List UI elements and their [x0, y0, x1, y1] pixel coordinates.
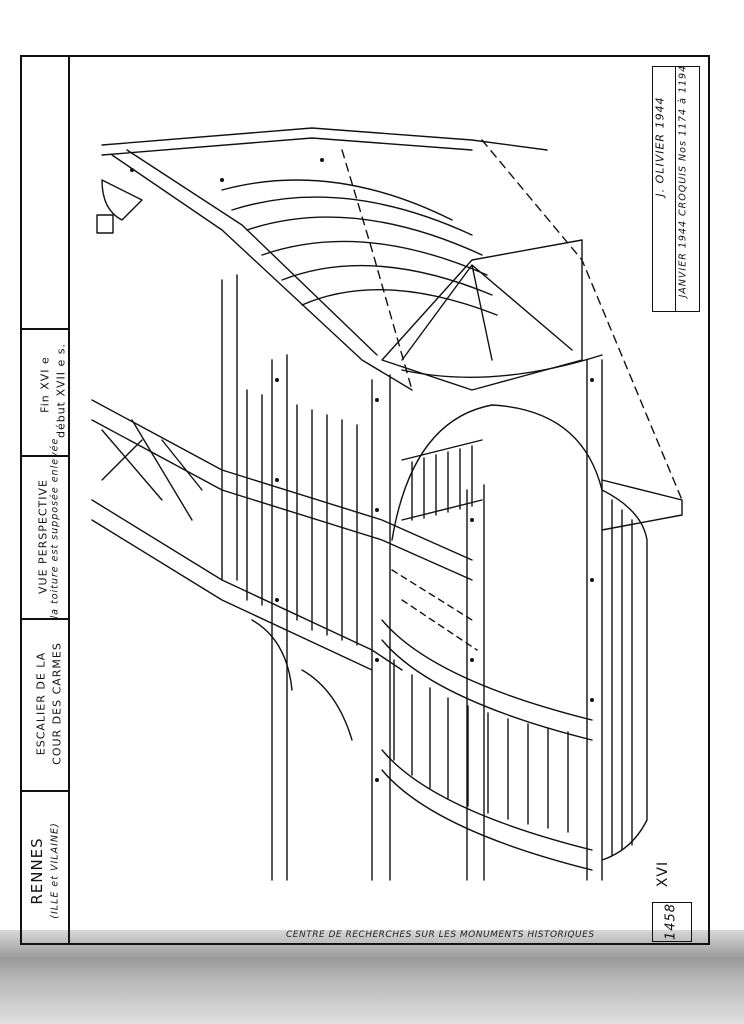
roof-ridge-brace	[127, 150, 377, 355]
title-block	[20, 55, 70, 945]
bolts	[130, 158, 594, 782]
stair-stringer	[92, 420, 472, 580]
scan-shadow	[0, 930, 744, 1024]
stair-cylinder-ribs	[612, 500, 632, 855]
support-arch	[302, 670, 352, 740]
stair-stringer	[92, 400, 472, 560]
curved-rafters	[282, 266, 492, 295]
staircase-perspective-drawing	[72, 60, 708, 940]
lower-balusters	[394, 660, 568, 832]
subject-line1: ESCALIER DE LA	[34, 651, 48, 756]
stair-top-rail	[602, 480, 682, 530]
lower-handrail	[382, 640, 592, 740]
footer-institution: CENTRE DE RECHERCHES SUR LES MONUMENTS H…	[286, 930, 595, 940]
period-line2: début XVII e s.	[54, 342, 68, 439]
hidden-roofline	[342, 150, 412, 390]
period-line1: Fin XVI e	[38, 356, 52, 413]
title-divider	[20, 328, 70, 330]
roof-beam	[102, 128, 547, 150]
support-arch	[392, 405, 492, 540]
support-arch	[492, 405, 602, 490]
roof-beam	[102, 138, 472, 155]
landing-braces	[402, 265, 572, 360]
drawing-frame	[20, 55, 710, 945]
end-bracket	[97, 215, 113, 233]
stair-cylinder	[602, 490, 647, 860]
support-arch	[252, 620, 292, 690]
title-divider	[20, 455, 70, 457]
lattice-braces	[102, 420, 202, 520]
location-title: RENNES	[28, 837, 46, 905]
subject-line2: COUR DES CARMES	[50, 642, 64, 765]
hidden-roofline	[482, 140, 682, 500]
curved-rafters	[232, 197, 472, 235]
curved-rafters	[222, 180, 452, 220]
lower-base-rail	[382, 750, 592, 850]
lower-handrail	[382, 620, 592, 720]
upper-balustrade-rail	[402, 440, 482, 520]
title-divider	[20, 618, 70, 620]
hidden-stair-lines	[392, 570, 477, 650]
roof-ridge-brace	[112, 155, 412, 390]
upper-balusters	[412, 446, 472, 520]
curved-rafters	[302, 290, 497, 315]
stair-stringer	[92, 500, 402, 670]
stair-stringer	[92, 520, 372, 670]
view-title: VUE PERSPECTIVE	[36, 479, 50, 594]
landing-platform	[402, 355, 602, 377]
curved-rafters	[262, 241, 487, 275]
landing-platform	[382, 240, 582, 390]
wall-boarding	[247, 390, 357, 645]
region-subtitle: (ILLE et VILAINE)	[49, 822, 61, 919]
author-divider	[675, 67, 676, 311]
curved-rafters	[247, 217, 482, 255]
lower-base-rail	[382, 770, 592, 870]
sheet-number-box	[652, 902, 692, 942]
end-bracket	[102, 180, 142, 220]
view-note: la toiture est supposée enlevée	[49, 437, 61, 619]
author-block	[652, 66, 700, 312]
title-divider	[20, 790, 70, 792]
